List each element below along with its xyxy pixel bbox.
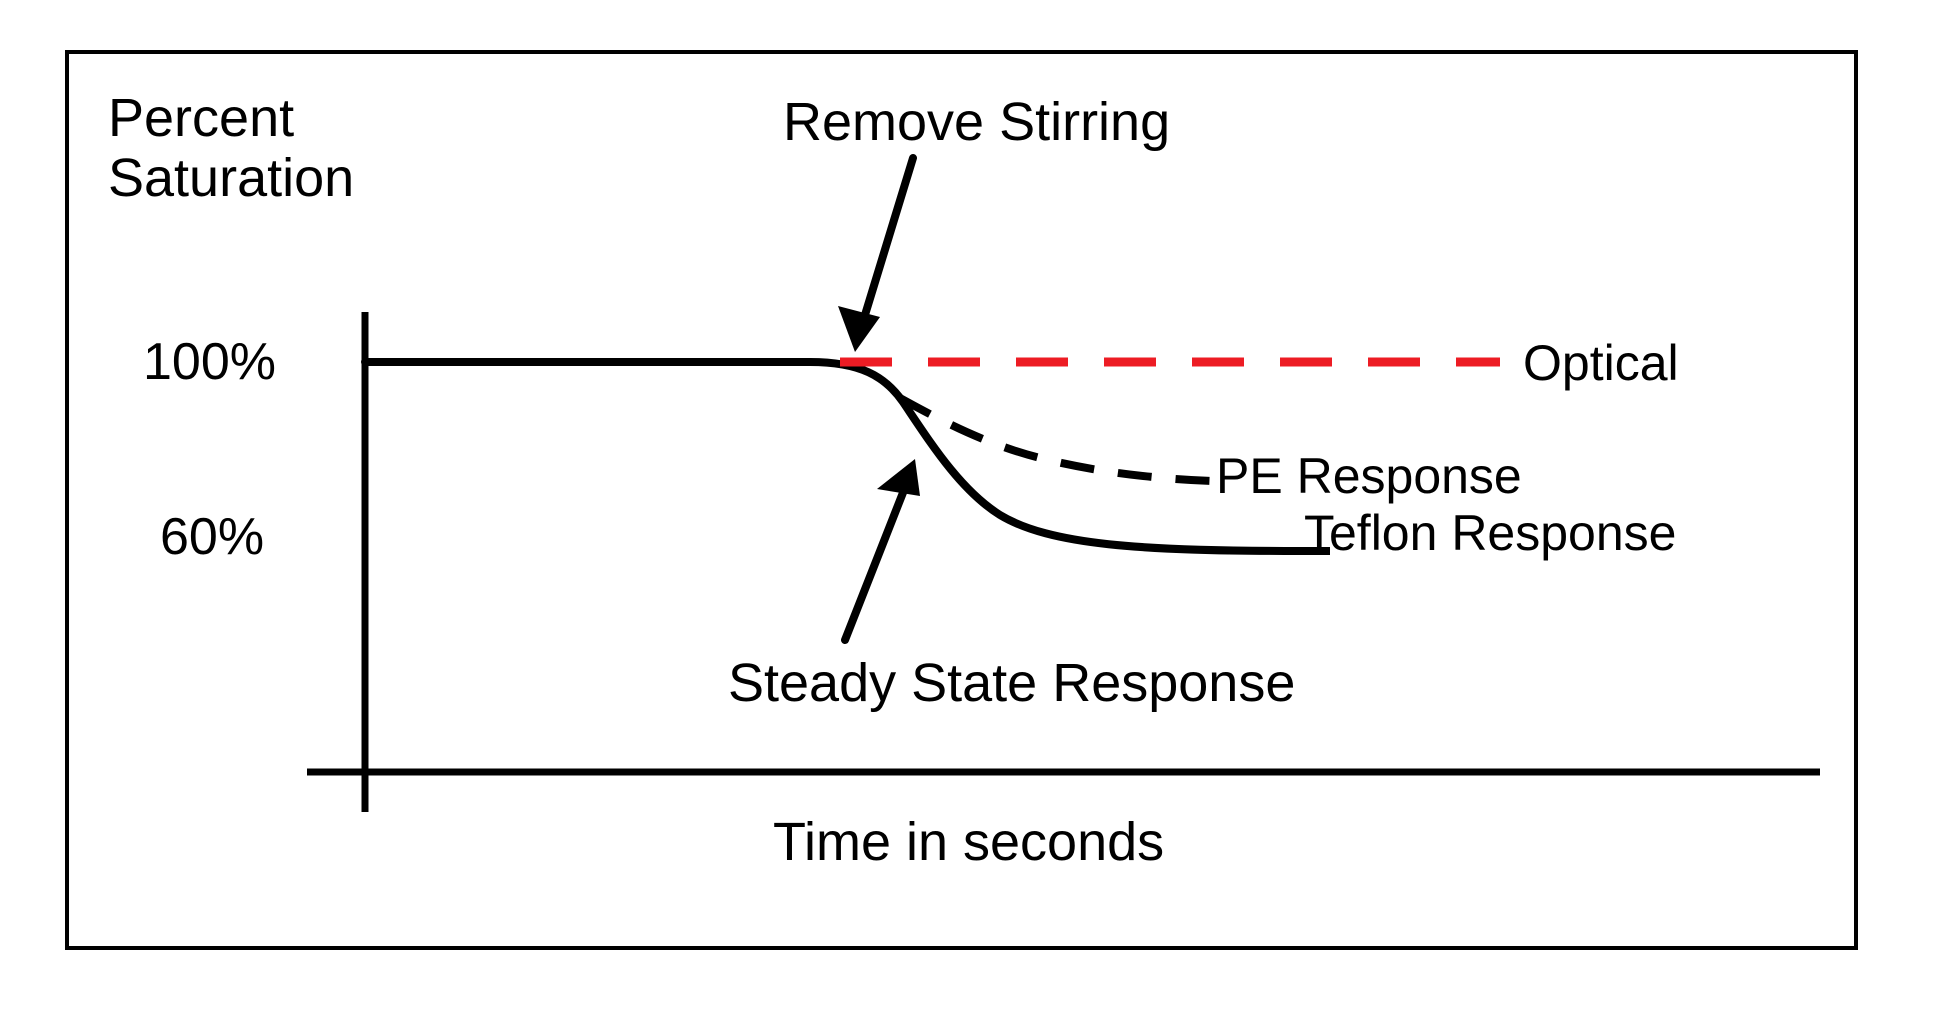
annotation-steady-state: Steady State Response	[728, 653, 1296, 713]
series-label-pe: PE Response	[1216, 448, 1522, 504]
x-axis-title: Time in seconds	[773, 812, 1165, 872]
y-axis-title: Percent Saturation	[108, 88, 355, 209]
remove-stirring-arrow	[838, 154, 917, 352]
annotation-remove-stirring: Remove Stirring	[783, 92, 1171, 152]
y-tick-label-60: 60%	[160, 508, 265, 566]
y-tick-label-100: 100%	[143, 333, 276, 391]
series-label-teflon: Teflon Response	[1304, 505, 1677, 561]
series-curve-teflon	[361, 358, 1304, 555]
steady-state-arrow	[841, 459, 920, 644]
series-label-optical: Optical	[1523, 335, 1679, 391]
